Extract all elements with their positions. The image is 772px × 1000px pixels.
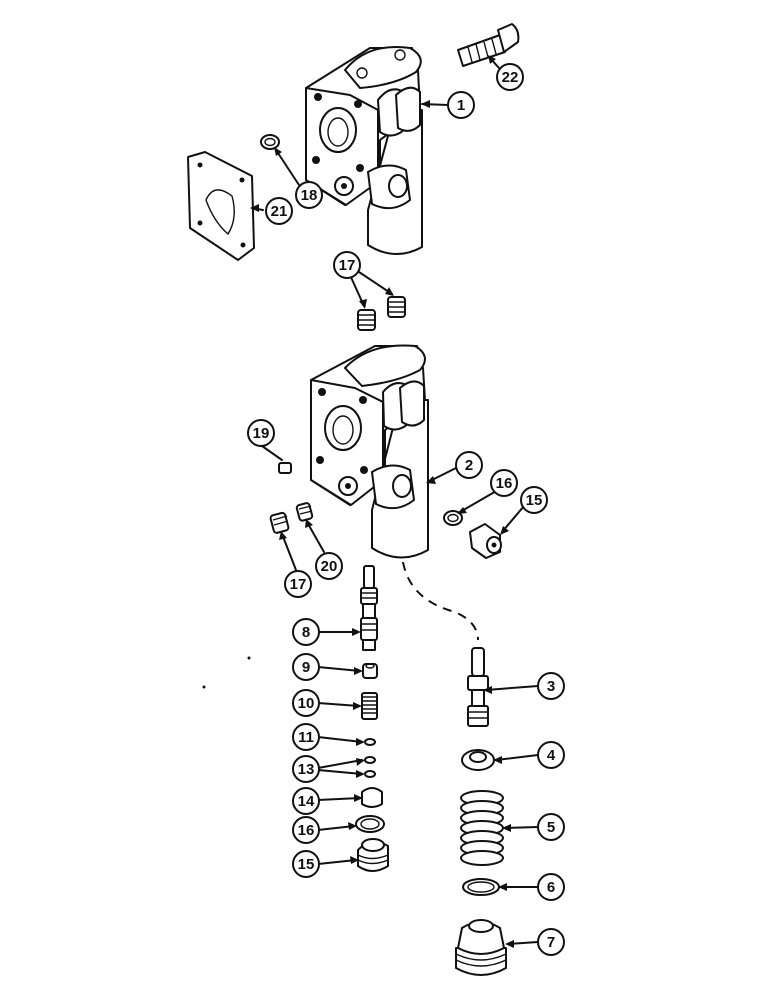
callout-9-text: 9: [302, 659, 310, 676]
callout-2-text: 2: [465, 457, 473, 474]
callout-1-text: 1: [457, 97, 465, 114]
callout-20: 20: [315, 552, 343, 580]
callout-22-text: 22: [502, 69, 519, 86]
callout-6-text: 6: [547, 879, 555, 896]
callout-18-text: 18: [301, 187, 318, 204]
callout-6: 6: [537, 873, 565, 901]
callout-11-text: 11: [298, 729, 314, 746]
callout-17-upper: 17: [333, 251, 361, 279]
callout-10: 10: [292, 689, 320, 717]
assembly-dashed-line: [402, 561, 479, 641]
callout-20-text: 20: [321, 558, 338, 575]
spring-5: [460, 790, 504, 866]
leader-lines: [250, 55, 539, 948]
callout-16-left-text: 16: [298, 822, 315, 839]
callout-15-right: 15: [520, 486, 548, 514]
callout-10-text: 10: [298, 695, 315, 712]
o-ring-11: [364, 738, 376, 746]
callout-1: 1: [447, 91, 475, 119]
seat-9: [362, 663, 378, 679]
callout-15-left-text: 15: [298, 856, 315, 873]
plug-17-lower: [269, 511, 290, 534]
callout-4-text: 4: [547, 747, 556, 764]
callout-4: 4: [537, 741, 565, 769]
callout-7: 7: [537, 928, 565, 956]
plug-15-left: [357, 838, 389, 872]
callout-3: 3: [537, 672, 565, 700]
callout-19-text: 19: [253, 425, 270, 442]
callout-21-text: 21: [271, 203, 288, 220]
callout-17-lower: 17: [284, 570, 312, 598]
callout-17-upper-text: 17: [339, 257, 356, 274]
callout-19: 19: [247, 419, 275, 447]
callout-22: 22: [496, 63, 524, 91]
callout-21: 21: [265, 197, 293, 225]
gasket-plate-21: [187, 151, 255, 261]
plug-19: [278, 462, 292, 474]
callout-3-text: 3: [547, 678, 555, 695]
callout-5-text: 5: [547, 819, 555, 836]
callout-13-text: 13: [298, 761, 315, 778]
callout-14: 14: [292, 787, 320, 815]
plug-pair-17-upper: [357, 296, 406, 331]
seal-ring-18: [260, 134, 280, 150]
callout-11: 11: [292, 723, 320, 751]
callout-17-lower-text: 17: [290, 576, 307, 593]
callout-8: 8: [292, 618, 320, 646]
callout-8-text: 8: [302, 624, 310, 641]
seal-ring-16-left: [355, 815, 385, 833]
spool-3: [467, 647, 489, 727]
callout-7-text: 7: [547, 934, 555, 951]
callout-15-right-text: 15: [526, 492, 543, 509]
valve-body-upper: [305, 46, 423, 255]
valve-body-lower: [310, 344, 429, 559]
o-rings-13: [364, 756, 376, 778]
callout-13: 13: [292, 755, 320, 783]
callout-2: 2: [455, 451, 483, 479]
speck-mark: [247, 656, 251, 660]
callout-18: 18: [295, 181, 323, 209]
callout-14-text: 14: [298, 793, 315, 810]
callout-9: 9: [292, 653, 320, 681]
seal-ring-16-right: [443, 510, 463, 526]
plug-15-right: [469, 523, 502, 559]
callout-15-left: 15: [292, 850, 320, 878]
callout-16-right-text: 16: [496, 475, 513, 492]
callout-16-left: 16: [292, 816, 320, 844]
cap-screw-22: [457, 23, 520, 67]
plug-20: [295, 502, 314, 522]
plug-7: [455, 919, 507, 976]
spring-seat-4: [461, 749, 495, 771]
callout-16-right: 16: [490, 469, 518, 497]
spring-10: [361, 692, 378, 720]
callout-5: 5: [537, 813, 565, 841]
seal-ring-6: [462, 878, 500, 896]
spool-8: [360, 565, 378, 651]
speck-mark: [202, 685, 206, 689]
retainer-14: [361, 787, 383, 808]
